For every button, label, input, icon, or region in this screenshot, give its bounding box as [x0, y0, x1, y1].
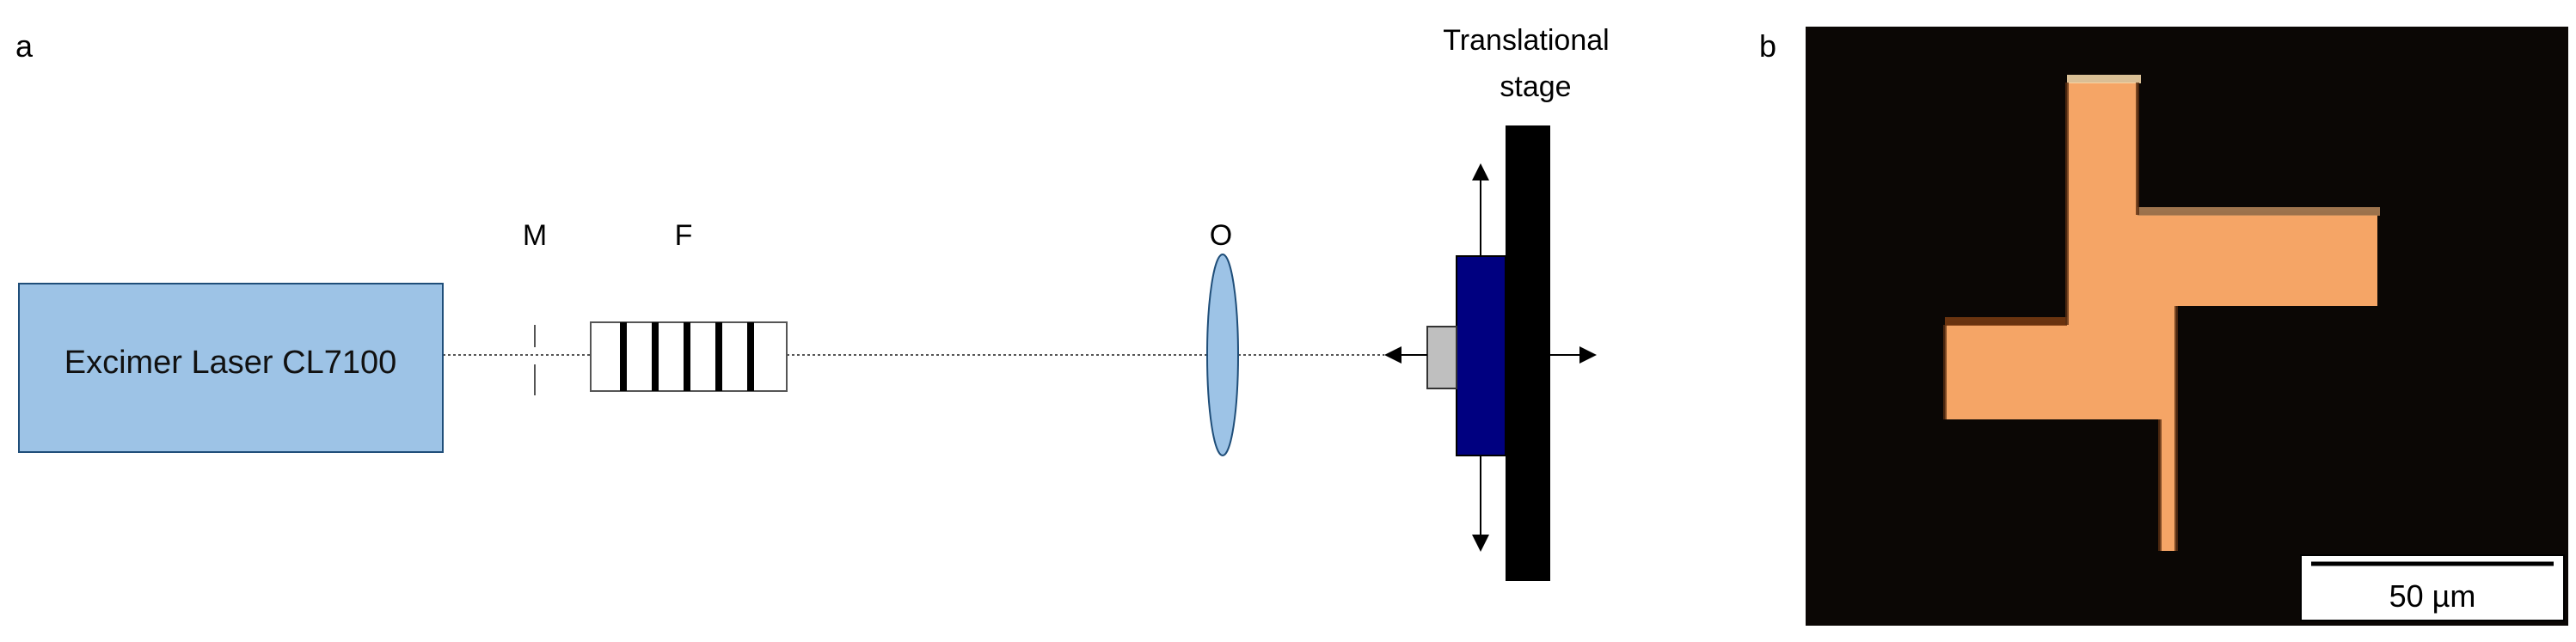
- mask-label: M: [523, 219, 547, 252]
- stage-label-line2: stage: [1500, 70, 1571, 103]
- objective-lens: [1206, 254, 1239, 456]
- cross-edge-debris: [1945, 75, 2380, 326]
- sample-holder: [1456, 255, 1506, 456]
- panel-label-b: b: [1759, 28, 1776, 64]
- ablated-cross-shape: [1945, 83, 2377, 551]
- scale-bar-box: [2300, 554, 2565, 621]
- excimer-laser-box: [18, 283, 444, 453]
- filter-stack: [590, 321, 788, 392]
- objective-label: O: [1210, 219, 1232, 252]
- excimer-laser-label: Excimer Laser CL7100: [64, 345, 397, 381]
- sample: [1426, 326, 1457, 389]
- scale-bar-label: 50 µm: [2389, 578, 2476, 614]
- filter-label: F: [675, 219, 693, 252]
- stage-plate: [1506, 125, 1550, 581]
- panel-label-a: a: [15, 28, 34, 64]
- cross-edge-shadow: [1943, 83, 2178, 551]
- micrograph-background: [1806, 27, 2568, 626]
- stage-label-line1: Translational: [1443, 24, 1609, 57]
- micrograph: 50 µm: [1806, 27, 2568, 626]
